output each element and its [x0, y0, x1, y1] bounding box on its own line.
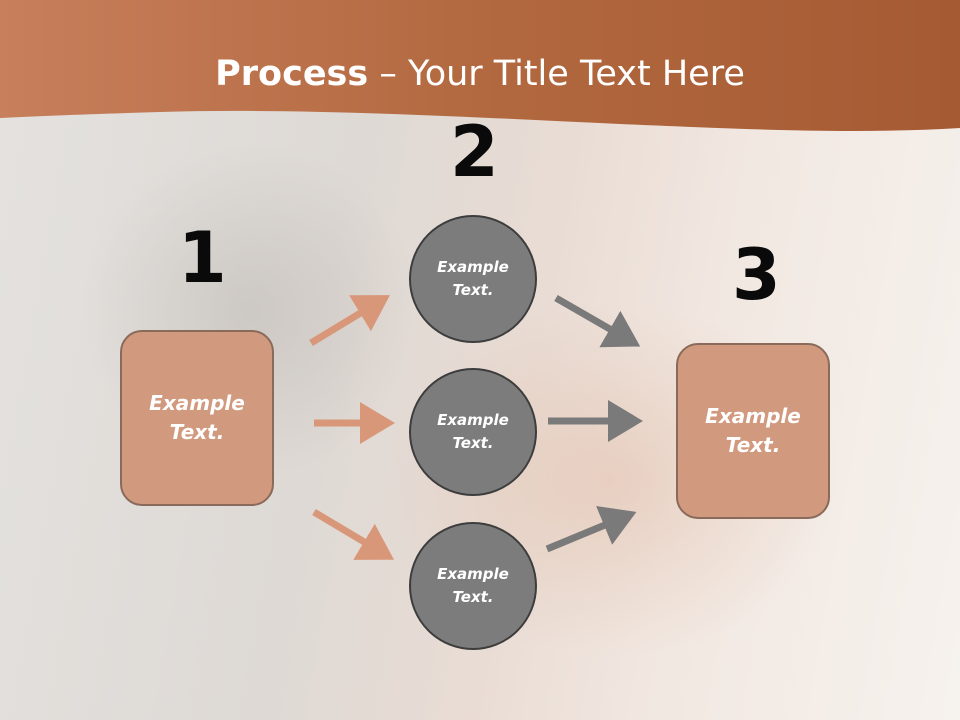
circle-top-line1: Example [437, 258, 509, 276]
arrow-to-bottom-circle [312, 508, 395, 560]
start-box: Example Text. [120, 330, 274, 506]
circle-middle-line1: Example [437, 411, 509, 429]
end-box: Example Text. [676, 343, 830, 519]
arrow-to-top-circle [309, 295, 390, 346]
circle-middle-line2: Text. [452, 434, 494, 452]
circle-middle: Example Text. [409, 368, 537, 496]
title-banner [0, 0, 960, 131]
step-number-2: 2 [450, 111, 499, 193]
slide-title: Process – Your Title Text Here [0, 50, 960, 98]
arrow-from-bottom-circle [545, 505, 637, 553]
start-box-line2: Text. [169, 420, 225, 444]
circle-top-line2: Text. [452, 281, 494, 299]
step-number-1: 1 [178, 217, 227, 299]
circle-bottom-line2: Text. [452, 588, 494, 606]
end-box-line2: Text. [725, 433, 781, 457]
circle-top: Example Text. [409, 215, 537, 343]
arrow-from-top-circle [554, 294, 641, 348]
title-bold: Process [215, 54, 369, 94]
step-number-3: 3 [732, 234, 781, 316]
title-rest: – Your Title Text Here [368, 54, 745, 94]
circle-bottom: Example Text. [409, 522, 537, 650]
start-box-line1: Example [149, 391, 245, 415]
circle-bottom-line1: Example [437, 565, 509, 583]
end-box-line1: Example [705, 404, 801, 428]
